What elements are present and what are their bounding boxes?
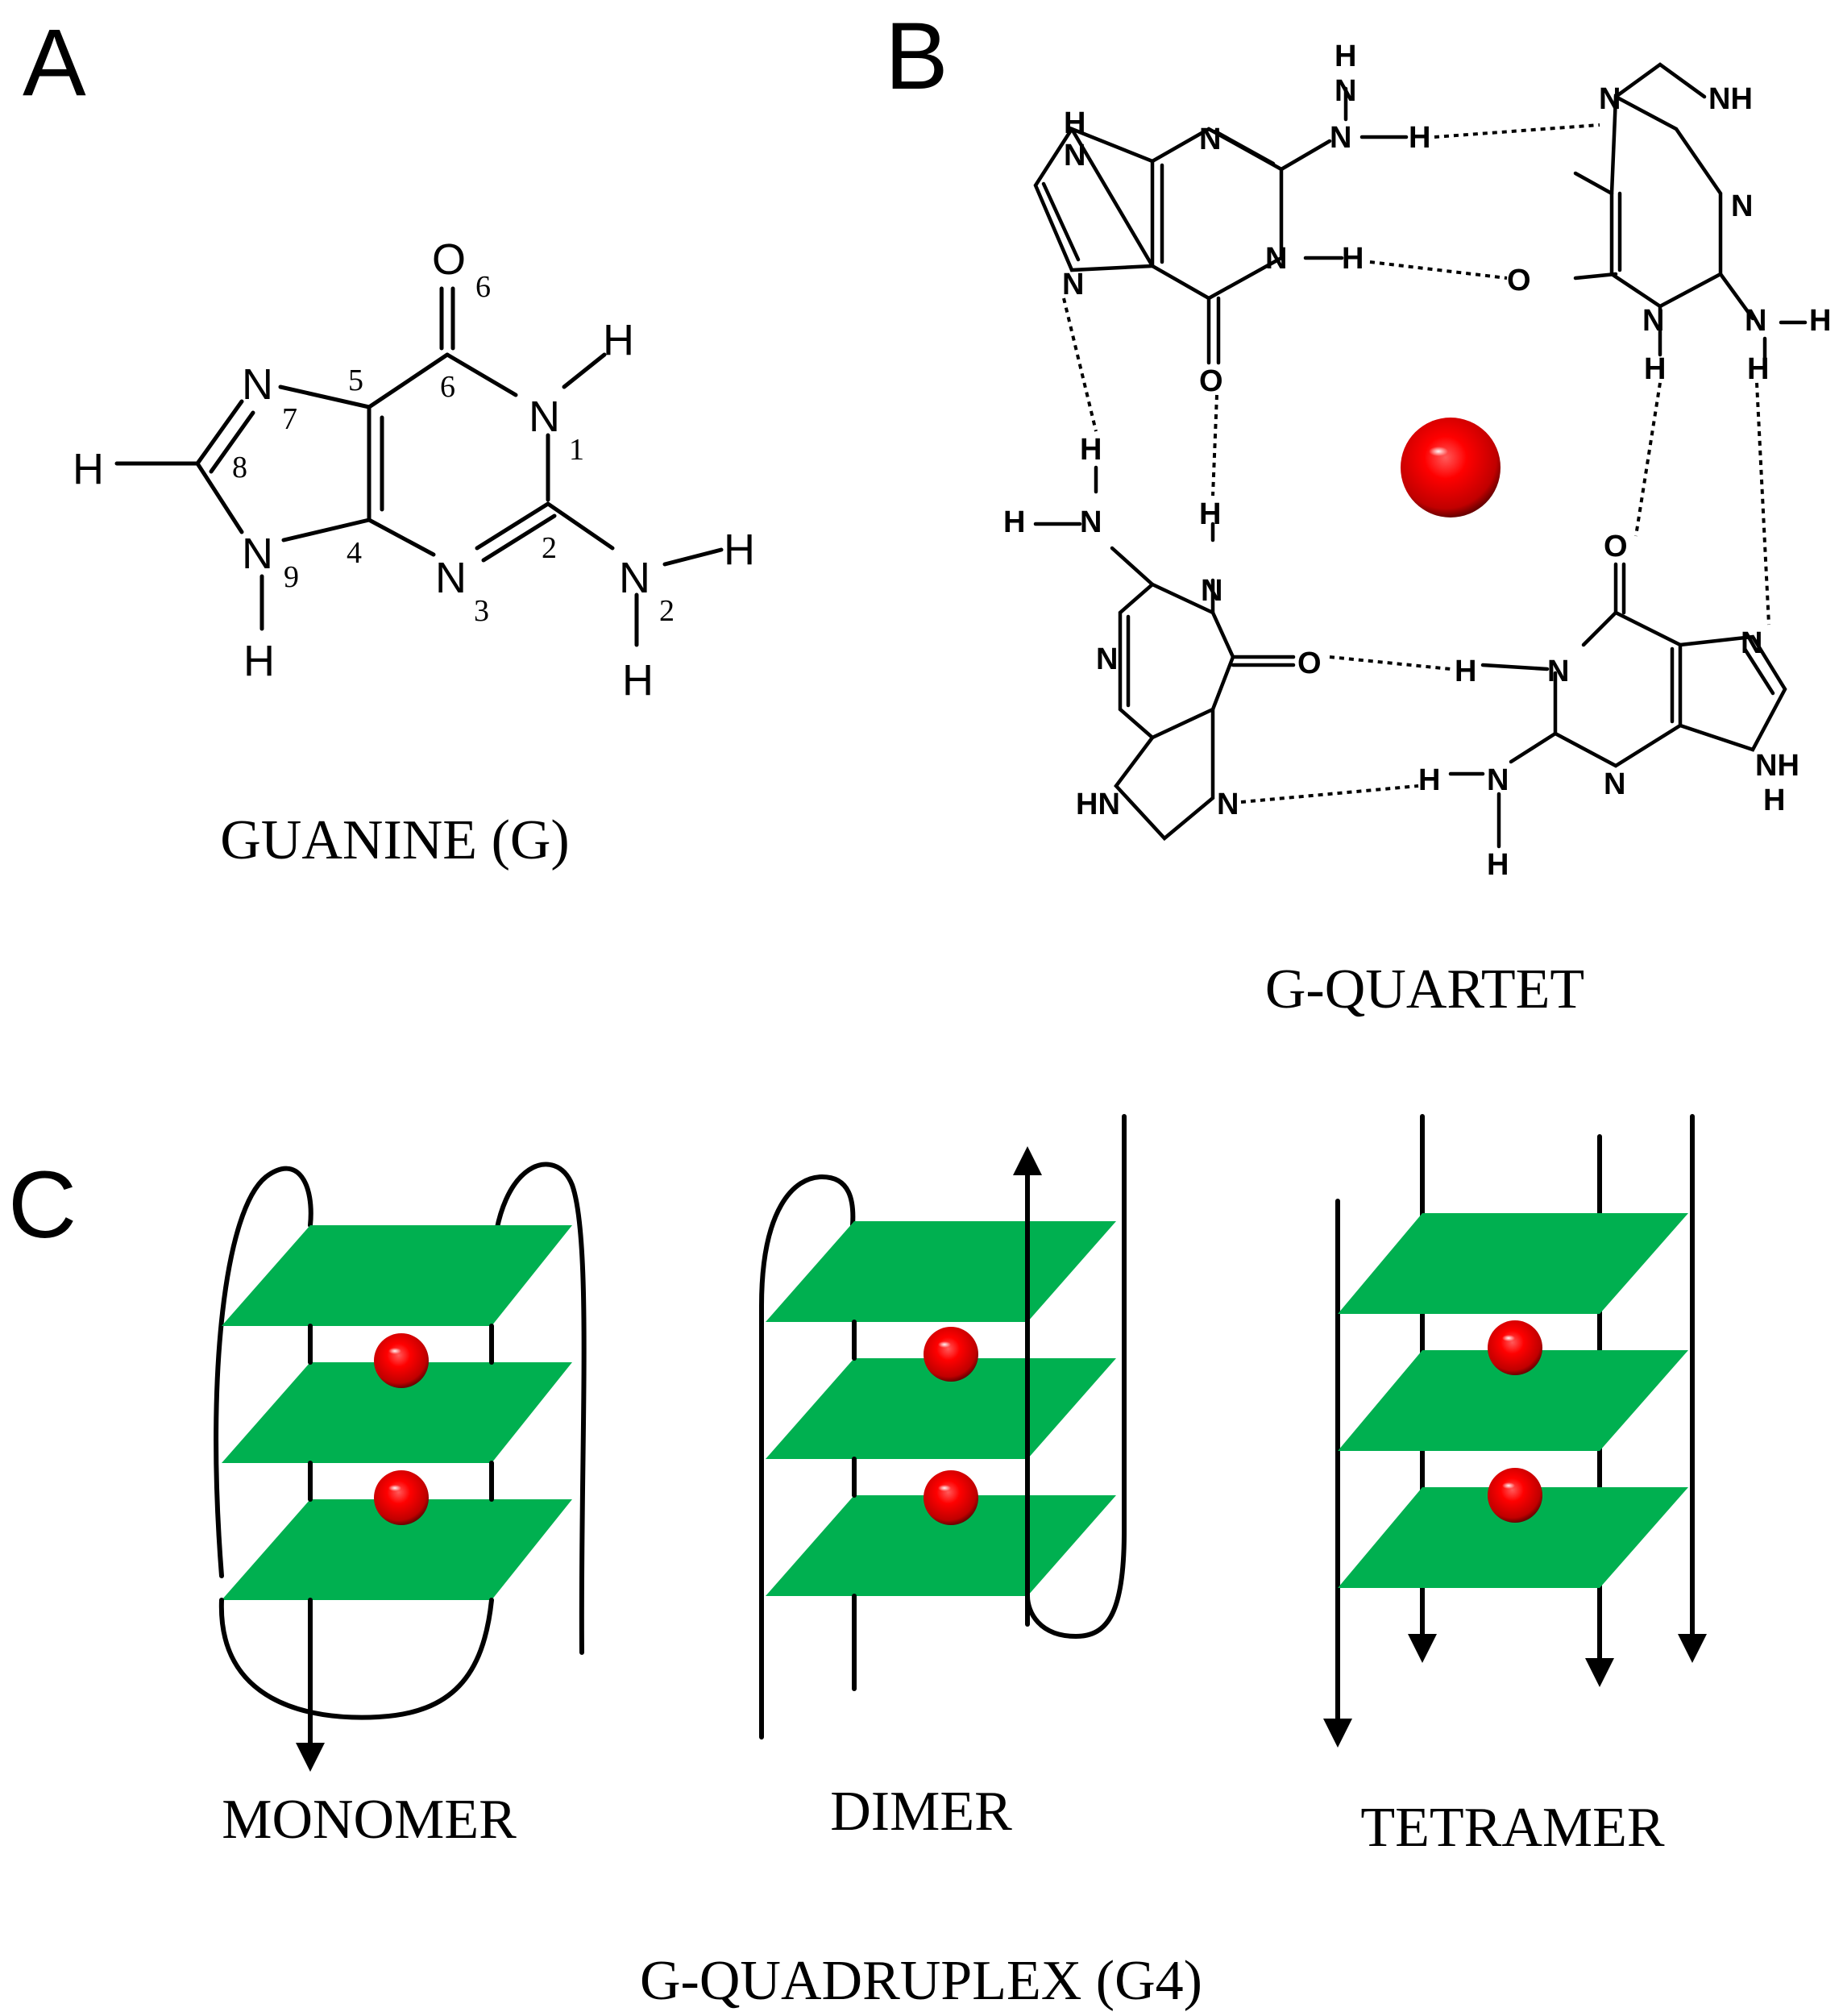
- atom-N3: N: [435, 554, 467, 602]
- qtl-n9-label: N: [1064, 139, 1085, 173]
- qtr-n7: N: [1599, 82, 1621, 116]
- panel-b: B H N N N N H N H H N O: [885, 3, 1831, 1020]
- qbr-nh: NH: [1755, 749, 1799, 783]
- guanine-caption: GUANINE (G): [220, 809, 570, 871]
- qbr-h2b: H: [1487, 848, 1509, 882]
- ring-number-8: 8: [232, 451, 247, 484]
- atom-N2: N: [619, 554, 650, 602]
- atom-H2a: H: [724, 526, 755, 574]
- ring-number-3: 3: [474, 594, 489, 628]
- qbl-n2: N: [1080, 505, 1102, 539]
- qbl-nh: HN: [1076, 788, 1120, 821]
- qtl-h2: H: [1409, 121, 1430, 155]
- tetramer-quartet-top: [1338, 1213, 1688, 1314]
- guanine-structure: O N H N H H N N N H H 1 2 3 4 5 6 7 8 9 …: [73, 235, 755, 705]
- panel-c: C MONOMER: [8, 1114, 1707, 2012]
- qbr-o6: O: [1604, 530, 1628, 563]
- qtr-n3: N: [1731, 189, 1753, 223]
- monomer-quartet-top: [222, 1225, 572, 1326]
- tetramer-structure: [1323, 1114, 1707, 1748]
- qtr-h2a: H: [1809, 304, 1831, 338]
- qbl-n1: N: [1201, 574, 1222, 608]
- quartet-guanine-bottom-right: O N H N N NH H N H H: [1418, 530, 1799, 882]
- qtl-n-top: N: [1335, 74, 1356, 108]
- qtl-h2-top: H: [1335, 39, 1356, 73]
- qbl-n3: N: [1096, 642, 1118, 676]
- monomer-ion-2: [374, 1470, 429, 1525]
- qtr-h1: H: [1644, 352, 1666, 386]
- quartet-central-ion: [1401, 418, 1501, 518]
- monomer-quartet-bottom: [222, 1499, 572, 1600]
- qbr-n1: N: [1547, 655, 1569, 688]
- panel-b-letter: B: [885, 3, 948, 110]
- tetramer-ion-1: [1488, 1320, 1542, 1375]
- qtl-n7: N: [1062, 268, 1084, 301]
- atom-H9: H: [243, 637, 275, 685]
- hydrogen-bonds: [1062, 123, 1770, 804]
- monomer-quartet-middle: [222, 1362, 572, 1463]
- monomer-structure: [214, 1162, 587, 1772]
- quartet-guanine-bottom-left: H N H H N N O HN N: [1003, 433, 1322, 842]
- dimer-ion-1: [924, 1327, 978, 1382]
- qtr-o6: O: [1507, 264, 1531, 297]
- qtl-n1-label: N: [1265, 242, 1287, 276]
- qtl-h1: H: [1342, 242, 1364, 276]
- ring-number-7: 7: [282, 402, 297, 436]
- qbl-n7: N: [1217, 788, 1239, 821]
- atom-O6: O: [432, 235, 466, 284]
- ring-number-6: 6: [440, 370, 455, 404]
- tetramer-quartet-bottom: [1338, 1487, 1688, 1588]
- qbr-h2: H: [1418, 763, 1440, 797]
- panel-a: A O N H: [23, 10, 755, 871]
- label-dimer: DIMER: [830, 1781, 1012, 1843]
- qtr-n2: N: [1745, 304, 1766, 338]
- ring-number-5: 5: [348, 364, 363, 397]
- dimer-structure: [759, 1114, 1127, 1740]
- qbr-nh-h: H: [1763, 784, 1785, 817]
- label-monomer: MONOMER: [222, 1789, 517, 1851]
- qtr-nh: NH: [1708, 82, 1753, 116]
- ring-number-2: 2: [542, 531, 557, 565]
- qtl-o6: O: [1199, 364, 1223, 398]
- quartet-guanine-top-right: NH N N N O N H H H: [1507, 62, 1831, 386]
- tetramer-ion-2: [1488, 1468, 1542, 1523]
- qtl-n3-label: N: [1199, 123, 1221, 156]
- ring-number-6-oxygen: 6: [475, 270, 491, 304]
- panel-c-letter: C: [8, 1152, 77, 1258]
- qbr-n2: N: [1487, 763, 1509, 797]
- atom-H1: H: [603, 316, 634, 364]
- qbr-n3: N: [1604, 767, 1625, 801]
- qtl-nh-label: H: [1064, 106, 1085, 140]
- dimer-ion-2: [924, 1470, 978, 1525]
- qbl-h2: H: [1003, 505, 1025, 539]
- ring-number-2-amino: 2: [659, 594, 675, 628]
- qbr-h1: H: [1455, 655, 1476, 688]
- quartet-caption: G-QUARTET: [1265, 958, 1584, 1020]
- label-tetramer: TETRAMER: [1360, 1797, 1665, 1859]
- ring-number-4: 4: [347, 536, 362, 570]
- ring-number-1: 1: [569, 433, 584, 467]
- qbl-o6: O: [1297, 646, 1322, 680]
- atom-H2b: H: [622, 656, 654, 705]
- dimer-quartet-top: [766, 1221, 1116, 1322]
- quartet-guanine-top-left: H N N N N H N H H N O: [1033, 39, 1430, 398]
- quadruplex-caption: G-QUADRUPLEX (G4): [640, 1950, 1202, 2012]
- qtr-n1: N: [1642, 304, 1664, 338]
- qbl-h1: H: [1199, 497, 1221, 531]
- tetramer-quartet-middle: [1338, 1350, 1688, 1451]
- qtr-h2b: H: [1747, 352, 1769, 386]
- ring-number-9: 9: [284, 560, 299, 594]
- atom-N1: N: [529, 393, 560, 441]
- qbr-n7: N: [1741, 626, 1762, 660]
- atom-N9: N: [242, 530, 273, 578]
- panel-a-letter: A: [23, 10, 86, 116]
- qbl-h-top: H: [1080, 433, 1102, 467]
- monomer-ion-1: [374, 1333, 429, 1388]
- atom-H8: H: [73, 445, 104, 493]
- qtl-n2-label: N: [1330, 121, 1351, 155]
- atom-N7: N: [242, 360, 273, 409]
